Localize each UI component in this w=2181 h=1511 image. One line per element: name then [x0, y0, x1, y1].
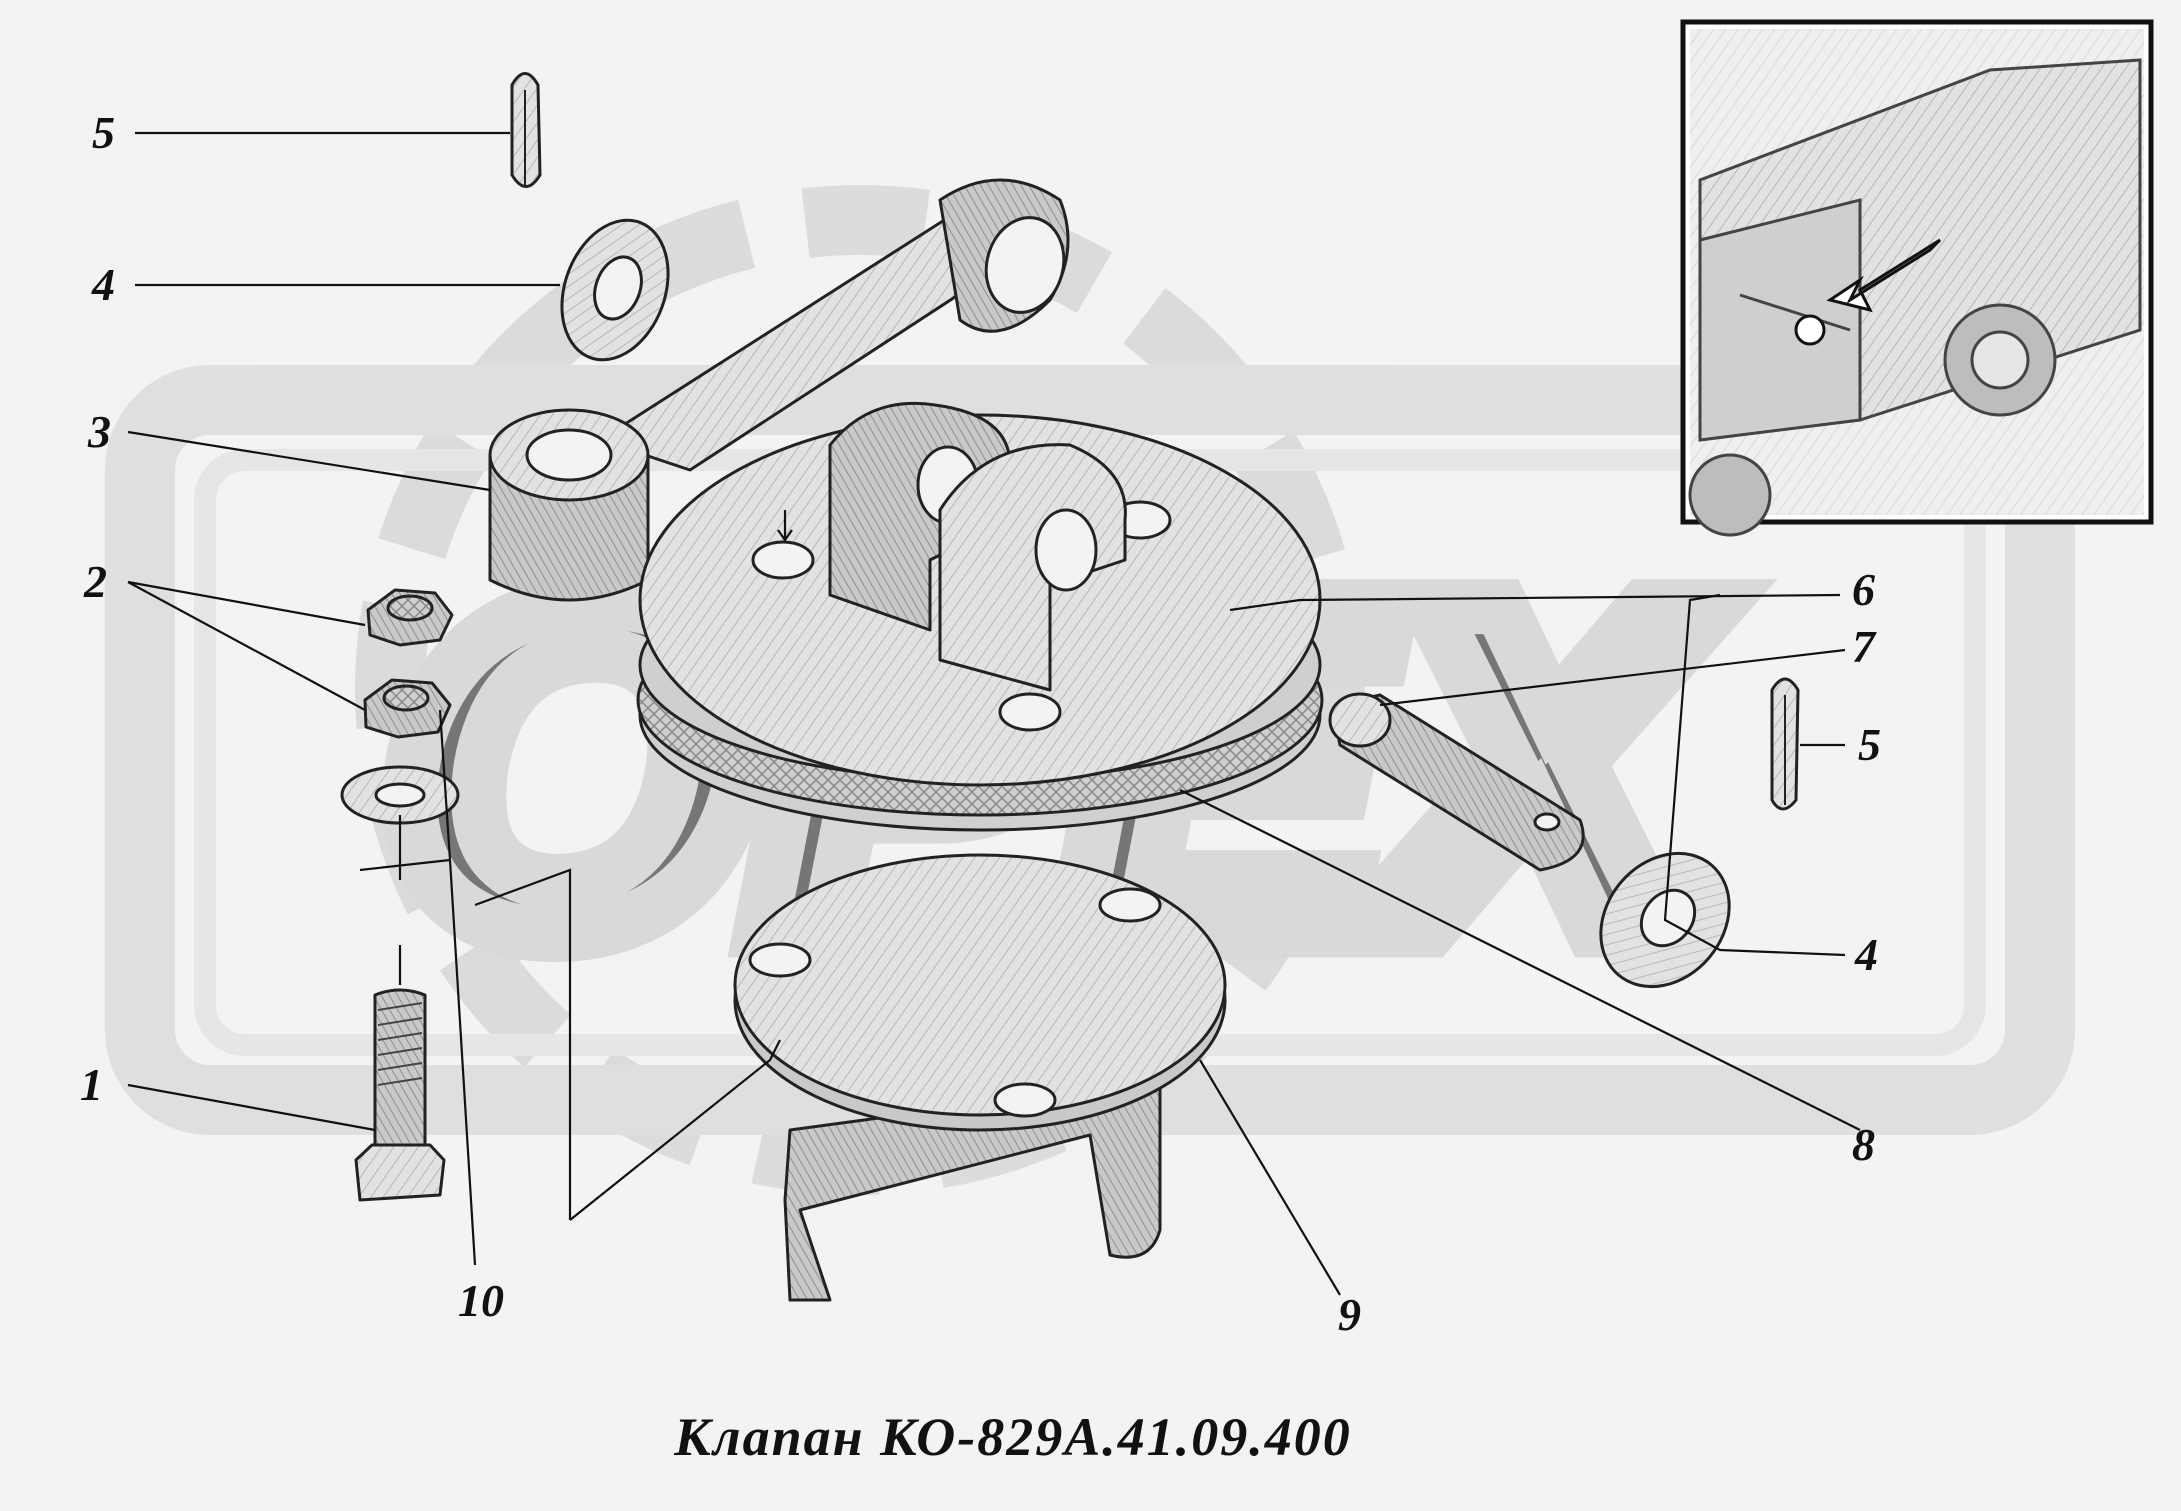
callout-10: 10 [458, 1275, 504, 1326]
part-cotter-pin-left [510, 72, 542, 188]
callout-5-right: 5 [1858, 719, 1881, 770]
leader-lines [127, 131, 1861, 1296]
diagram-caption: Клапан КО-829А.41.09.400 [673, 1407, 1351, 1467]
callout-1: 1 [80, 1059, 103, 1110]
part-lever-arm [598, 178, 1070, 472]
part-nut-lower [363, 678, 452, 739]
part-washer-left [560, 218, 670, 362]
callout-4-left: 4 [91, 259, 115, 310]
callout-4-right: 4 [1854, 929, 1878, 980]
part-bolt [354, 988, 446, 1202]
truck-body-sketch [1688, 58, 2142, 537]
part-nut-upper [366, 588, 454, 647]
callout-2: 2 [83, 556, 107, 607]
inset-truck-photo [1680, 19, 2154, 537]
inset-pointer-arrow [1794, 238, 1942, 346]
part-lower-flange [733, 853, 1227, 1302]
part-flat-washer [340, 765, 460, 825]
callout-labels: 5 4 3 2 1 10 9 8 4 5 7 6 [80, 107, 1881, 1340]
part-cotter-pin-right [1770, 677, 1800, 811]
callout-9: 9 [1338, 1289, 1361, 1340]
part-bushing [488, 408, 650, 602]
callout-8: 8 [1852, 1119, 1875, 1170]
part-lug-front [938, 443, 1127, 692]
part-axle-pin [1328, 692, 1585, 872]
callout-6: 6 [1852, 564, 1875, 615]
callout-5-left: 5 [92, 107, 115, 158]
callout-7: 7 [1852, 621, 1877, 672]
callout-3: 3 [87, 406, 111, 457]
